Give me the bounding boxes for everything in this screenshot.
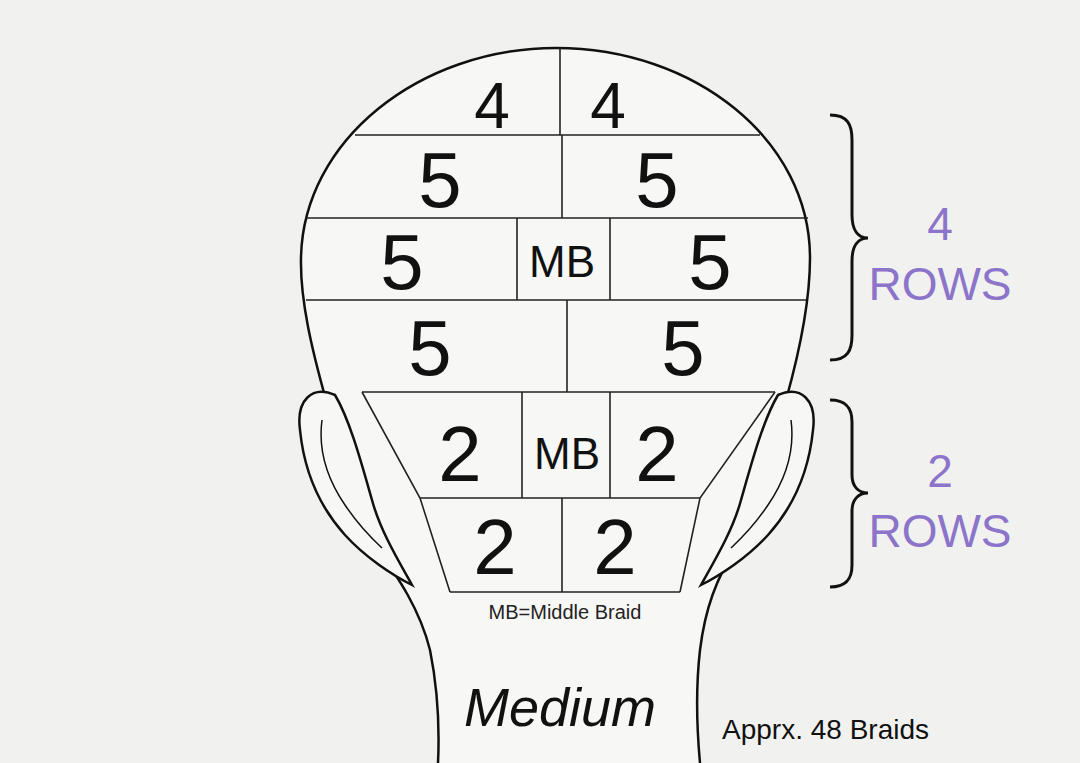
braid-section: 5: [414, 139, 465, 221]
braid-section: 5: [657, 307, 708, 389]
braid-count: 5: [408, 309, 451, 387]
left-ear-inner: [321, 420, 382, 548]
right-ear-inner: [731, 420, 792, 548]
braid-count: 4: [474, 74, 510, 138]
braid-count: 5: [380, 223, 423, 301]
row-brace: [830, 400, 868, 587]
braid-count: 2: [593, 508, 636, 586]
braid-section: 5: [684, 221, 735, 303]
row-count: 2 ROWS: [860, 442, 1020, 562]
right-ear: [701, 392, 814, 585]
middle-braid-section: MB: [530, 430, 604, 478]
middle-braid-section: MB: [525, 238, 599, 286]
braid-count: MB: [529, 240, 595, 284]
braid-section: 4: [586, 72, 630, 140]
row-brace: [830, 115, 868, 360]
braid-section: 5: [631, 139, 682, 221]
left-ear: [299, 392, 412, 585]
braid-count: MB: [534, 432, 600, 476]
braid-count: 2: [438, 415, 481, 493]
size-title: Medium: [464, 678, 656, 737]
braid-section: 2: [631, 413, 682, 495]
section-grid: [305, 48, 808, 592]
head-outline: [301, 48, 810, 763]
braid-section: 5: [376, 221, 427, 303]
braid-count: 5: [635, 141, 678, 219]
braid-total: Apprx. 48 Braids: [722, 714, 929, 746]
braid-count: 5: [688, 223, 731, 301]
braid-count: 5: [418, 141, 461, 219]
braid-section: 2: [469, 506, 520, 588]
braid-section: 2: [589, 506, 640, 588]
braid-section: 5: [404, 307, 455, 389]
legend-note: MB=Middle Braid: [489, 601, 642, 624]
braid-count: 2: [635, 415, 678, 493]
braid-section: 2: [434, 413, 485, 495]
braid-section: 4: [470, 72, 514, 140]
braid-count: 2: [473, 508, 516, 586]
braid-count: 4: [590, 74, 626, 138]
braid-count: 5: [661, 309, 704, 387]
row-count: 4 ROWS: [860, 195, 1020, 315]
